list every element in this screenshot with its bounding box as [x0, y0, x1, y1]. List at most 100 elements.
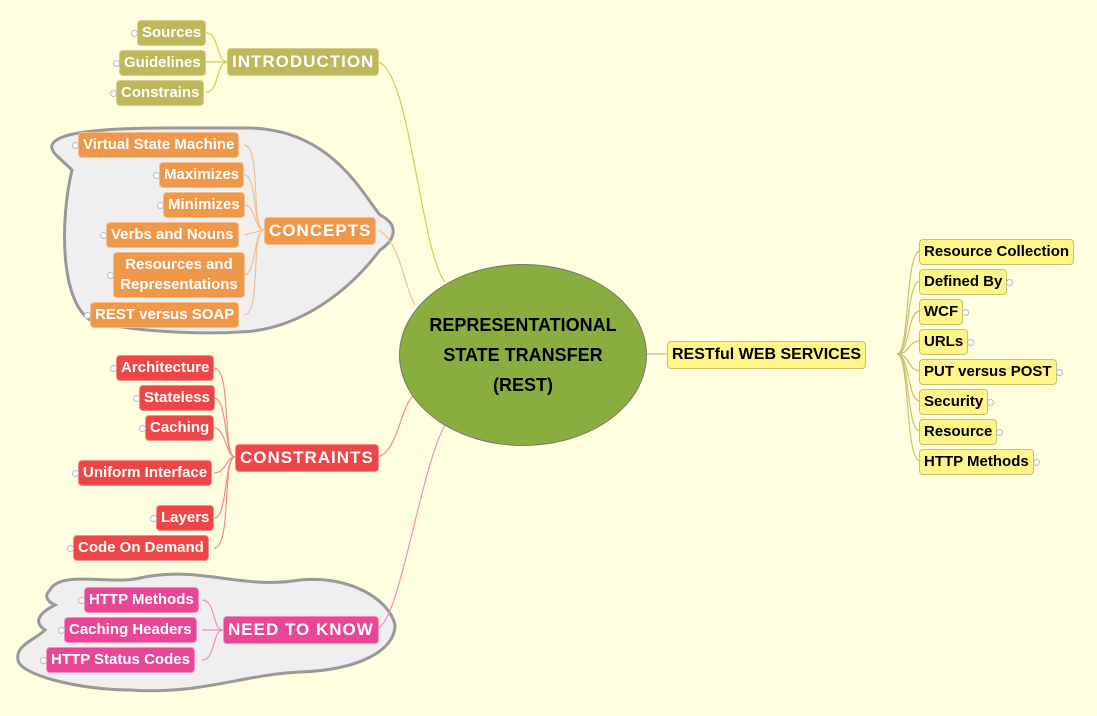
subtopic-http-methods-restful[interactable]: HTTP Methods	[919, 449, 1040, 475]
collapse-knob[interactable]	[72, 469, 79, 477]
subtopic-label: Maximizes	[164, 166, 240, 183]
topic-need-to-know[interactable]: NEED TO KNOW	[223, 616, 379, 644]
subtopic-guidelines[interactable]: Guidelines	[113, 50, 206, 76]
subtopic-label: PUT versus POST	[924, 363, 1052, 380]
subtopic-verbs-and-nouns[interactable]: Verbs and Nouns	[100, 222, 239, 248]
subtopic-security[interactable]: Security	[919, 389, 995, 415]
link-introduction	[377, 61, 446, 283]
subtopic-label: Guidelines	[124, 54, 201, 71]
topic-restful-web-services[interactable]: RESTful WEB SERVICES	[667, 341, 867, 369]
subtopic-label: HTTP Status Codes	[51, 651, 190, 668]
subtopic-architecture[interactable]: Architecture	[110, 355, 215, 381]
link-need-to-know	[377, 424, 446, 629]
restful-child-links	[896, 250, 921, 462]
topic-label: NEED TO KNOW	[228, 620, 374, 639]
subtopic-label: Sources	[142, 24, 202, 41]
introduction-child-links	[205, 32, 229, 93]
topic-label: RESTful WEB SERVICES	[672, 346, 862, 363]
collapse-knob[interactable]	[1032, 458, 1040, 466]
subtopic-caching-headers[interactable]: Caching Headers	[58, 617, 197, 643]
topic-constraints[interactable]: CONSTRAINTS	[235, 444, 379, 472]
subtopic-label: Uniform Interface	[83, 464, 208, 481]
collapse-knob[interactable]	[100, 231, 107, 239]
central-topic[interactable]: REPRESENTATIONAL STATE TRANSFER (REST)	[399, 264, 647, 446]
concepts-child-links	[243, 144, 265, 316]
need-to-know-child-links	[201, 599, 224, 661]
central-topic-line-1: REPRESENTATIONAL	[429, 315, 617, 335]
central-topic-line-3: (REST)	[493, 375, 553, 395]
topic-concepts[interactable]: CONCEPTS	[264, 217, 377, 245]
collapse-knob[interactable]	[157, 201, 164, 209]
subtopic-label: REST versus SOAP	[95, 306, 235, 323]
subtopic-label: HTTP Methods	[89, 591, 194, 608]
subtopic-resource[interactable]: Resource	[919, 419, 1004, 445]
subtopic-layers[interactable]: Layers	[150, 505, 215, 531]
collapse-knob[interactable]	[110, 89, 117, 97]
subtopic-resource-collection[interactable]: Resource Collection	[919, 239, 1075, 265]
subtopic-label: Caching	[150, 419, 210, 436]
subtopic-defined-by[interactable]: Defined By	[919, 269, 1014, 295]
subtopic-label: Code On Demand	[78, 539, 204, 556]
constraints-child-links	[213, 367, 236, 549]
collapse-knob[interactable]	[139, 424, 146, 432]
subtopic-label: Layers	[161, 509, 210, 526]
subtopic-label: Constrains	[121, 84, 200, 101]
subtopic-constrains[interactable]: Constrains	[110, 80, 205, 106]
subtopic-label: Resources and Representations	[120, 256, 238, 293]
collapse-knob[interactable]	[78, 596, 85, 604]
collapse-knob[interactable]	[40, 656, 47, 664]
collapse-knob[interactable]	[153, 171, 160, 179]
collapse-knob[interactable]	[133, 394, 140, 402]
collapse-knob[interactable]	[967, 338, 975, 346]
link-concepts	[377, 229, 416, 306]
subtopic-label: Caching Headers	[69, 621, 192, 638]
subtopic-wcf[interactable]: WCF	[919, 299, 970, 325]
subtopic-stateless[interactable]: Stateless	[133, 385, 215, 411]
collapse-knob[interactable]	[962, 308, 970, 316]
subtopic-label: Stateless	[144, 389, 210, 406]
collapse-knob[interactable]	[1055, 368, 1063, 376]
subtopic-label: Architecture	[121, 359, 210, 376]
subtopic-maximizes[interactable]: Maximizes	[153, 162, 245, 188]
subtopic-urls[interactable]: URLs	[919, 329, 975, 355]
subtopic-virtual-state-machine[interactable]: Virtual State Machine	[72, 132, 240, 158]
collapse-knob[interactable]	[84, 311, 91, 319]
collapse-knob[interactable]	[1006, 278, 1014, 286]
collapse-knob[interactable]	[58, 626, 65, 634]
collapse-knob[interactable]	[150, 514, 157, 522]
subtopic-label: Virtual State Machine	[83, 136, 235, 153]
topic-label: INTRODUCTION	[232, 52, 375, 71]
subtopic-rest-versus-soap[interactable]: REST versus SOAP	[84, 302, 240, 328]
subtopic-minimizes[interactable]: Minimizes	[157, 192, 245, 218]
subtopic-label: HTTP Methods	[924, 453, 1029, 470]
collapse-knob[interactable]	[72, 141, 79, 149]
collapse-knob[interactable]	[107, 271, 114, 279]
collapse-knob[interactable]	[131, 29, 138, 37]
subtopic-label: Defined By	[924, 273, 1003, 290]
subtopic-label: WCF	[924, 303, 959, 320]
subtopic-resources-and-representations[interactable]: Resources and Representations	[107, 252, 245, 298]
collapse-knob[interactable]	[110, 364, 117, 372]
subtopic-uniform-interface[interactable]: Uniform Interface	[72, 460, 213, 486]
topic-label: CONCEPTS	[269, 221, 372, 240]
topic-label: CONSTRAINTS	[240, 448, 374, 467]
collapse-knob[interactable]	[996, 428, 1004, 436]
subtopic-label: Verbs and Nouns	[111, 226, 234, 243]
subtopic-put-versus-post[interactable]: PUT versus POST	[919, 359, 1063, 385]
central-topic-line-2: STATE TRANSFER	[443, 345, 603, 365]
subtopic-http-methods[interactable]: HTTP Methods	[78, 587, 199, 613]
subtopic-sources[interactable]: Sources	[131, 20, 207, 46]
subtopic-caching[interactable]: Caching	[139, 415, 215, 441]
subtopic-label: URLs	[924, 333, 964, 350]
subtopic-label: Minimizes	[168, 196, 240, 213]
collapse-knob[interactable]	[987, 398, 995, 406]
subtopic-label: Security	[924, 393, 984, 410]
subtopic-http-status-codes[interactable]: HTTP Status Codes	[40, 647, 195, 673]
subtopic-label: Resource Collection	[924, 243, 1070, 260]
subtopic-label: Resource	[924, 423, 993, 440]
subtopic-code-on-demand[interactable]: Code On Demand	[67, 535, 209, 561]
link-constraints	[377, 391, 419, 458]
collapse-knob[interactable]	[67, 544, 74, 552]
collapse-knob[interactable]	[113, 59, 120, 67]
topic-introduction[interactable]: INTRODUCTION	[227, 48, 380, 76]
